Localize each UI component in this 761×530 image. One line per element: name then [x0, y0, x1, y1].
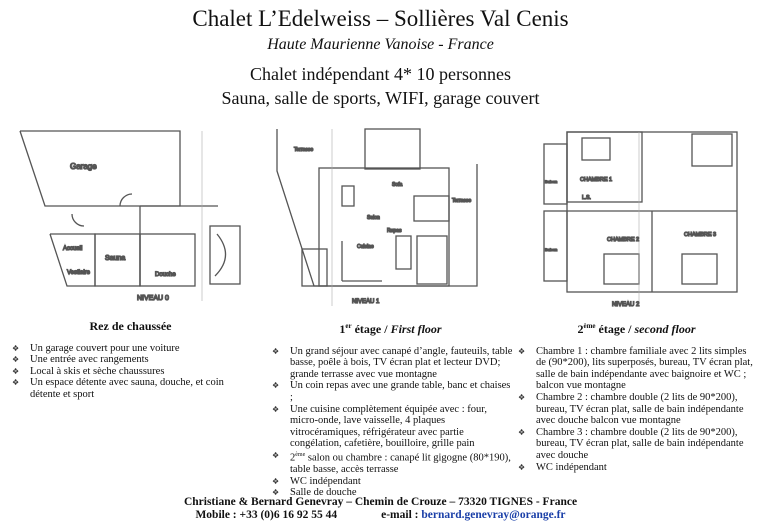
list-item: WC indépendant	[514, 462, 759, 474]
list-item: Chambre 2 : chambre double (2 lits de 90…	[514, 392, 759, 427]
address: Christiane & Bernard Genevray – Chemin d…	[183, 496, 578, 508]
room-label: Repas	[387, 228, 402, 234]
room-label: Salon	[367, 215, 380, 221]
room-label: CHAMBRE 3	[684, 232, 716, 238]
title-text: étage /	[351, 322, 391, 336]
item-num: 2	[290, 452, 296, 464]
tagline-capacity: Chalet indépendant 4* 10 personnes	[250, 64, 511, 84]
room-label: Sauna	[105, 255, 125, 262]
room-label: L.S.	[582, 195, 591, 201]
list-item: Un garage couvert pour une voiture	[8, 343, 253, 355]
list-item: Une cuisine complètement équipée avec : …	[268, 404, 513, 450]
list-item: Un coin repas avec une grande table, ban…	[268, 380, 513, 403]
room-label: Douche	[155, 272, 176, 278]
title-num: 2	[577, 322, 584, 336]
title-english: second floor	[634, 322, 696, 336]
floor-plan-level-1: Terrasse Terrasse Salon Sofa Repas Cuisi…	[272, 126, 492, 306]
item-text: salon ou chambre : canapé lit gigogne (8…	[290, 452, 511, 476]
room-label: Balcon	[545, 247, 557, 252]
page-title: Chalet L’Edelweiss – Sollières Val Cenis	[192, 6, 569, 31]
list-item: 2ème salon ou chambre : canapé lit gigog…	[268, 450, 513, 476]
section-second-floor: 2ème étage / second floor Chambre 1 : ch…	[514, 321, 759, 473]
room-label: Garage	[70, 162, 97, 171]
title-text: étage /	[595, 322, 635, 336]
room-label: CHAMBRE 1	[580, 177, 612, 183]
section-title: 1er étage / First floor	[268, 321, 513, 336]
subtitle: Haute Maurienne Vanoise - France	[267, 36, 494, 53]
room-label: Balcon	[545, 179, 557, 184]
room-label: Terrasse	[452, 198, 471, 204]
list-item: Chambre 1 : chambre familiale avec 2 lit…	[514, 346, 759, 392]
tagline-amenities: Sauna, salle de sports, WIFI, garage cou…	[221, 88, 540, 108]
section-title: Rez de chaussée	[89, 319, 172, 333]
title-num: 1	[339, 322, 346, 336]
mobile: Mobile : +33 (0)6 16 92 55 44	[195, 509, 338, 521]
contact-footer: Christiane & Bernard Genevray – Chemin d…	[0, 496, 761, 522]
list-item: Local à skis et sèche chaussures	[8, 366, 253, 378]
room-label: Terrasse	[294, 147, 313, 153]
list-item: Chambre 3 : chambre double (2 lits de 90…	[514, 427, 759, 462]
room-label: Sofa	[392, 182, 403, 188]
floor-plan-level-0: Garage Accueil Vestiaire Sauna Douche NI…	[5, 126, 260, 306]
item-sup: ème	[295, 451, 306, 458]
level-label: NIVEAU 1	[352, 299, 380, 305]
section-title: 2ème étage / second floor	[514, 321, 759, 336]
title-sup: ème	[583, 322, 596, 330]
room-label: Cuisine	[357, 244, 374, 250]
title-english: First floor	[390, 322, 442, 336]
level-label: NIVEAU 0	[137, 295, 169, 302]
email-link[interactable]: bernard.genevray@orange.fr	[421, 509, 566, 521]
section-first-floor: 1er étage / First floor Un grand séjour …	[268, 321, 513, 499]
room-label: Vestiaire	[67, 270, 91, 276]
list-item: Salle de douche	[268, 487, 513, 499]
list-item: Un espace détente avec sauna, douche, et…	[8, 377, 253, 400]
list-item: WC indépendant	[268, 476, 513, 488]
title-sup: er	[345, 322, 352, 330]
level-label: NIVEAU 2	[612, 302, 640, 308]
floor-plan-level-2: CHAMBRE 1 L.S. CHAMBRE 2 CHAMBRE 3 Balco…	[532, 126, 752, 311]
email-label: e-mail :	[381, 509, 422, 521]
list-item: Un grand séjour avec canapé d’angle, fau…	[268, 346, 513, 381]
section-ground-floor: Rez de chaussée Un garage couvert pour u…	[8, 319, 253, 401]
room-label: CHAMBRE 2	[607, 237, 639, 243]
room-label: Accueil	[63, 246, 82, 252]
list-item: Une entrée avec rangements	[8, 354, 253, 366]
